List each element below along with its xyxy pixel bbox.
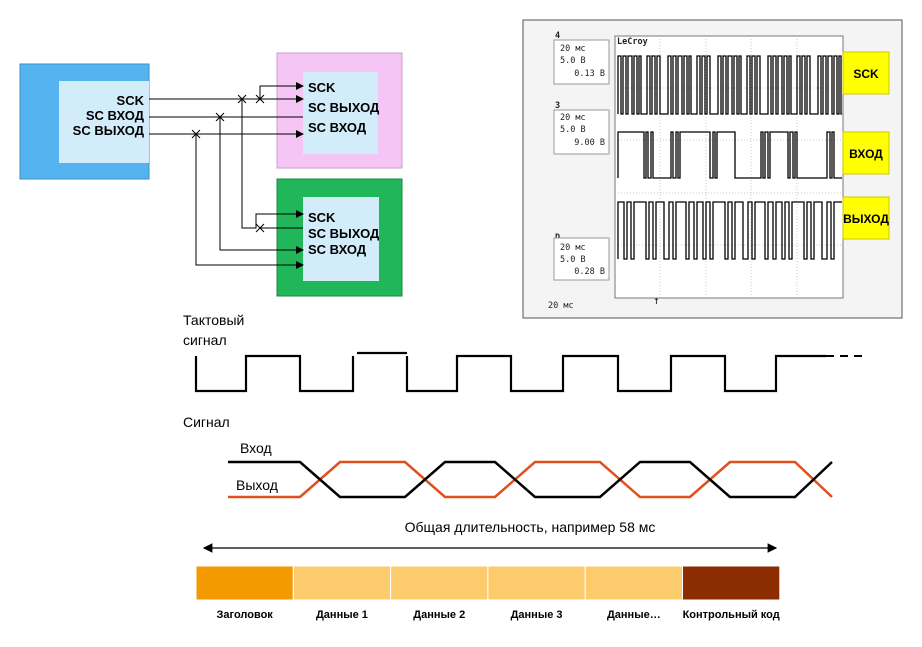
channel-2-volts: 5.0 В	[560, 125, 586, 135]
master-pin-sc-in: SC ВХОД	[86, 108, 145, 123]
channel-1-marker: 4	[555, 31, 560, 41]
channel-3-offset: 0.28 В	[574, 267, 605, 277]
master-block: SCK SC ВХОД SC ВЫХОД	[19, 63, 150, 180]
slave1-pin-sc-out: SC ВЫХОД	[308, 100, 380, 115]
channel-3-readout: D 20 мс 5.0 В 0.28 В	[553, 233, 610, 281]
clock-waveform	[194, 351, 826, 393]
frame-segment-label: Заголовок	[217, 609, 274, 621]
trace-in	[617, 131, 842, 179]
scope-trace-line	[617, 131, 842, 179]
master-pin-sc-out: SC ВЫХОД	[73, 123, 145, 138]
svg-text:ВХОД: ВХОД	[849, 147, 883, 161]
slave2-pin-sc-in: SC ВХОД	[308, 242, 367, 257]
slave1-pin-sck: SCK	[308, 80, 336, 95]
trace-out	[617, 201, 842, 260]
channel-2-marker: 3	[555, 101, 560, 111]
frame-bar: Заголовок Данные 1 Данные 2 Данные 3 Данные……	[195, 565, 781, 621]
output-waveform	[228, 460, 833, 499]
frame-segment-label: Данные 3	[511, 609, 563, 621]
channel-2-readout: 3 20 мс 5.0 В 9.00 В	[553, 101, 610, 155]
channel-3-time: 20 мс	[560, 243, 586, 253]
channel-1-readout: 4 20 мс 5.0 В 0.13 В	[553, 31, 610, 85]
scope-tag-in: ВХОД	[842, 131, 890, 175]
scope-trace-line	[617, 55, 842, 115]
clock-label-line2: сигнал	[183, 332, 227, 348]
frame-segment-label: Контрольный код	[683, 609, 780, 621]
scope-brand: LeCroy	[617, 37, 648, 47]
input-waveform	[228, 460, 833, 499]
trace-sck	[617, 55, 842, 115]
slave2-pin-sck: SCK	[308, 210, 336, 225]
frame-segment	[195, 565, 294, 601]
wire-crossings	[191, 94, 265, 233]
svg-text:ВЫХОД: ВЫХОД	[843, 212, 889, 226]
channel-1-offset: 0.13 В	[574, 69, 605, 79]
channel-2-offset: 9.00 В	[574, 138, 605, 148]
slave2-pin-sc-out: SC ВЫХОД	[308, 226, 380, 241]
channel-3-volts: 5.0 В	[560, 255, 586, 265]
slave1-block: SCK SC ВЫХОД SC ВХОД	[276, 52, 403, 169]
channel-2-time: 20 мс	[560, 113, 586, 123]
output-wave-label: Выход	[236, 477, 278, 493]
scope-trace-line	[617, 201, 842, 260]
scope-tag-sck: SCK	[842, 51, 890, 95]
frame-segment	[584, 565, 684, 601]
signal-label: Сигнал	[183, 414, 230, 430]
scope-timebase: 20 мс	[548, 301, 574, 311]
master-pin-sck: SCK	[117, 93, 145, 108]
frame-segment-label: Данные…	[607, 609, 661, 621]
frame-segment-label: Данные 1	[316, 609, 368, 621]
frame-segment	[292, 565, 392, 601]
frame-segment	[487, 565, 586, 601]
scope-tag-out: ВЫХОД	[842, 196, 890, 240]
frame-segment	[390, 565, 489, 601]
oscilloscope-screenshot: LeCroy 4 20 мс 5.0 В 0.13 В 3 20 мс 5.0 …	[522, 19, 903, 319]
frame-segment-label: Данные 2	[413, 609, 465, 621]
duration-label: Общая длительность, например 58 мс	[405, 519, 656, 535]
svg-text:SCK: SCK	[853, 67, 879, 81]
clock-label-line1: Тактовый	[183, 312, 244, 328]
bus-wiring	[149, 82, 304, 269]
trigger-arrow-icon: ↑	[653, 294, 660, 307]
channel-1-volts: 5.0 В	[560, 56, 586, 66]
frame-segment	[682, 565, 781, 601]
input-wave-label: Вход	[240, 440, 272, 456]
slave2-block: SCK SC ВЫХОД SC ВХОД	[276, 178, 403, 297]
slave1-pin-sc-in: SC ВХОД	[308, 120, 367, 135]
channel-1-time: 20 мс	[560, 44, 586, 54]
